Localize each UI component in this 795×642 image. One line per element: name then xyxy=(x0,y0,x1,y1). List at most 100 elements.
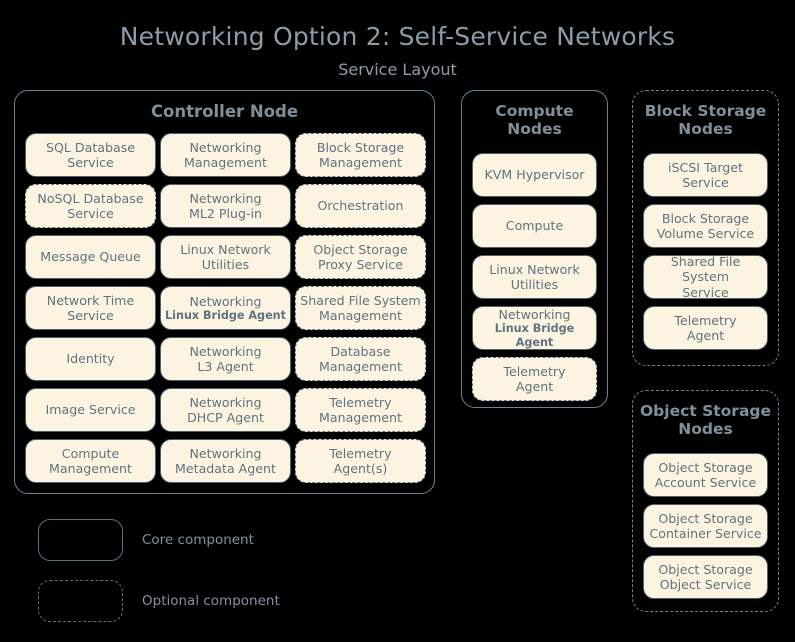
compute-nodes-title: Compute Nodes xyxy=(495,102,574,138)
service-label-secondary: Utilities xyxy=(201,257,250,272)
service-label-secondary: Agent xyxy=(515,379,554,394)
service-label-primary: Networking xyxy=(189,445,262,461)
service-label-secondary: Object Service xyxy=(659,577,752,592)
legend-optional-swatch xyxy=(38,580,123,622)
service-label-secondary: L3 Agent xyxy=(197,359,254,374)
service-label-primary: SQL Database xyxy=(45,139,136,155)
service-label-secondary: Service xyxy=(682,175,729,190)
service-label-secondary: Service xyxy=(67,155,114,170)
legend-core-label: Core component xyxy=(142,532,254,548)
service-label-primary: Networking xyxy=(189,394,262,410)
service-label-secondary: Management xyxy=(319,410,402,425)
service-label-secondary: Volume Service xyxy=(656,226,755,241)
legend-core-swatch xyxy=(38,519,123,561)
legend-core-component: Core component xyxy=(38,519,254,561)
service-label-primary: NoSQL Database xyxy=(37,190,144,206)
service-label-secondary: Management xyxy=(319,308,402,323)
service-label-primary: Telemetry xyxy=(674,312,737,328)
service-label-primary: Telemetry xyxy=(329,445,392,461)
service-label-secondary: Agent xyxy=(686,328,725,343)
service-label-secondary: Container Service xyxy=(649,526,762,541)
service-label-secondary: DHCP Agent xyxy=(187,410,264,425)
service-label-primary: KVM Hypervisor xyxy=(484,167,585,183)
service-label-primary: Networking xyxy=(189,139,262,155)
service-label-secondary: Service xyxy=(682,284,729,300)
page-subtitle: Service Layout xyxy=(338,60,457,79)
service-label-secondary: Management xyxy=(49,461,132,476)
service-label-primary: Networking xyxy=(189,343,262,359)
service-label-secondary: Service xyxy=(67,206,114,221)
service-label-primary: Object Storage xyxy=(658,510,753,526)
service-label-secondary: Agent(s) xyxy=(333,461,388,476)
object-storage-nodes-title: Object Storage Nodes xyxy=(639,402,772,438)
service-label-primary: Compute xyxy=(61,445,120,461)
service-label-secondary: Service xyxy=(67,308,114,323)
service-label-secondary: Management xyxy=(319,155,402,170)
service-label-primary: Linux Network xyxy=(180,241,271,257)
service-box: Image Service xyxy=(25,388,156,432)
service-label-primary: Telemetry xyxy=(329,394,392,410)
service-box: KVM Hypervisor xyxy=(472,153,597,197)
service-label-secondary: Management xyxy=(319,359,402,374)
service-label-primary: Linux Network xyxy=(489,261,580,277)
service-label-secondary: Account Service xyxy=(654,475,757,490)
service-label-primary: iSCSI Target xyxy=(668,159,743,175)
service-label-primary: Compute xyxy=(505,218,564,234)
service-label-primary: Block Storage xyxy=(316,139,405,155)
service-label-primary: Message Queue xyxy=(40,249,141,265)
service-label-primary: Image Service xyxy=(45,402,136,418)
service-label-secondary: Proxy Service xyxy=(317,257,404,272)
service-label-primary: Block Storage xyxy=(661,210,750,226)
page-title: Networking Option 2: Self-Service Networ… xyxy=(119,22,676,51)
service-label-primary: Object Storage xyxy=(658,561,753,577)
service-label-primary: Networking xyxy=(189,293,262,309)
block-storage-nodes-title: Block Storage Nodes xyxy=(644,102,767,138)
service-label-secondary: Linux Bridge Agent xyxy=(494,322,575,349)
service-box: Identity xyxy=(25,337,156,381)
controller-node-title: Controller Node xyxy=(150,102,299,121)
legend-optional-component: Optional component xyxy=(38,580,280,622)
service-label-primary: Network Time xyxy=(46,292,135,308)
service-label-primary: Identity xyxy=(66,351,115,367)
service-label-secondary: ML2 Plug-in xyxy=(189,206,262,221)
service-label-primary: Orchestration xyxy=(317,198,404,214)
service-label-secondary: Metadata Agent xyxy=(175,461,276,476)
service-box: Orchestration xyxy=(295,184,426,228)
service-label-primary: Shared File System xyxy=(300,292,421,308)
service-box: Compute xyxy=(472,204,597,248)
service-label-primary: Database xyxy=(330,343,391,359)
service-label-secondary: Management xyxy=(184,155,267,170)
service-label-primary: Telemetry xyxy=(503,363,566,379)
